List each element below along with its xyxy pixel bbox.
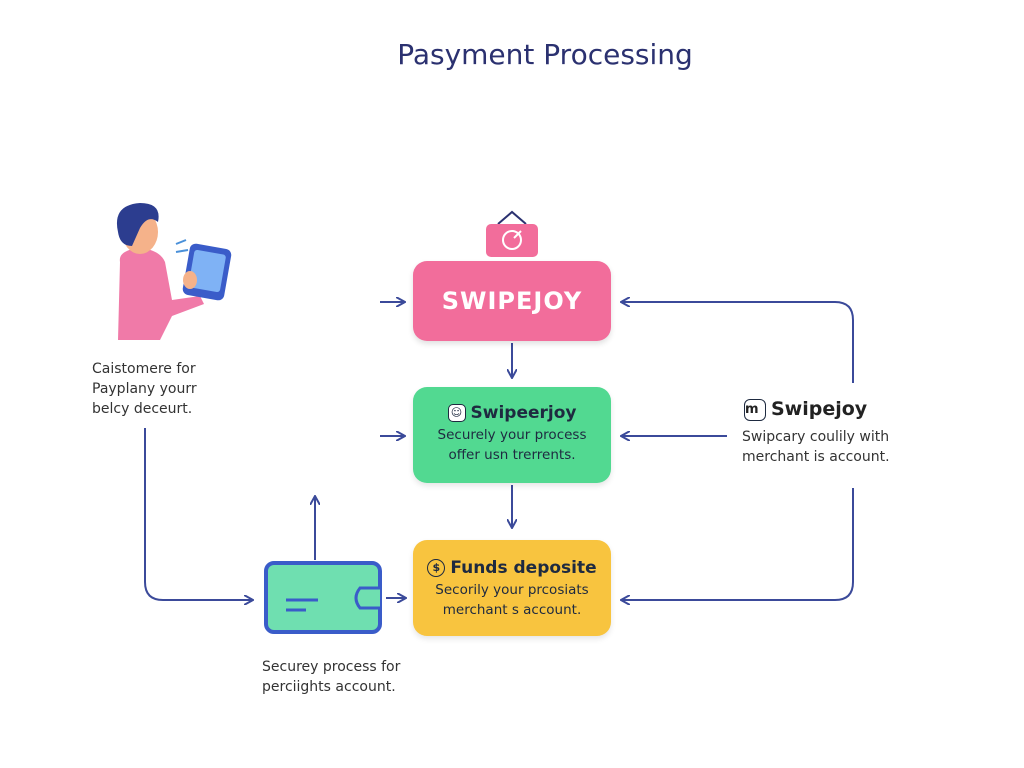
customer-line: Payplany yourr bbox=[92, 381, 197, 397]
arrow-merchant-to-swipejoy bbox=[622, 302, 854, 383]
ghost-icon: ☺ bbox=[447, 404, 466, 422]
card-icon bbox=[264, 561, 382, 634]
customer-line: Caistomere for bbox=[92, 361, 196, 377]
merchant-description: Swipcary coulily with merchant is accoun… bbox=[742, 427, 890, 467]
merchant-heading-text: Swipejoy bbox=[771, 398, 868, 420]
yellow-box-heading: Funds deposite bbox=[450, 558, 597, 578]
arrow-customer-to-card bbox=[144, 428, 252, 600]
funds-deposit-box: $Funds deposite Secorily your prcosiats … bbox=[413, 540, 611, 636]
swipejoy-box: SWIPEJOY bbox=[413, 261, 611, 341]
customer-description: Caistomere for Payplany yourr belcy dece… bbox=[92, 359, 197, 419]
card-description: Securey process for perciights account. bbox=[262, 657, 400, 697]
card-line: Securey process for bbox=[262, 659, 401, 675]
green-box-line: Securely your process bbox=[437, 427, 587, 443]
customer-line: belcy deceurt. bbox=[92, 401, 193, 417]
merchant-icon: m bbox=[744, 398, 766, 421]
arrow-merchant-to-yellow bbox=[622, 488, 854, 600]
merchant-line: merchant is account. bbox=[742, 449, 890, 465]
secure-process-box: ☺Swipeerjoy Securely your process offer … bbox=[413, 387, 611, 483]
green-box-heading: Swipeerjoy bbox=[470, 403, 577, 423]
card-line: perciights account. bbox=[262, 679, 396, 695]
page-title: Pasyment Processing bbox=[397, 38, 693, 71]
customer-illustration bbox=[116, 203, 232, 340]
green-box-line: offer usn trerrents. bbox=[448, 447, 576, 463]
shopping-bag-icon bbox=[486, 210, 538, 257]
merchant-line: Swipcary coulily with bbox=[742, 429, 890, 445]
dollar-icon: $ bbox=[427, 559, 446, 577]
swipejoy-label: SWIPEJOY bbox=[441, 287, 583, 315]
yellow-box-line: Secorily your prcosiats bbox=[435, 582, 589, 598]
yellow-box-line: merchant s account. bbox=[442, 602, 582, 618]
